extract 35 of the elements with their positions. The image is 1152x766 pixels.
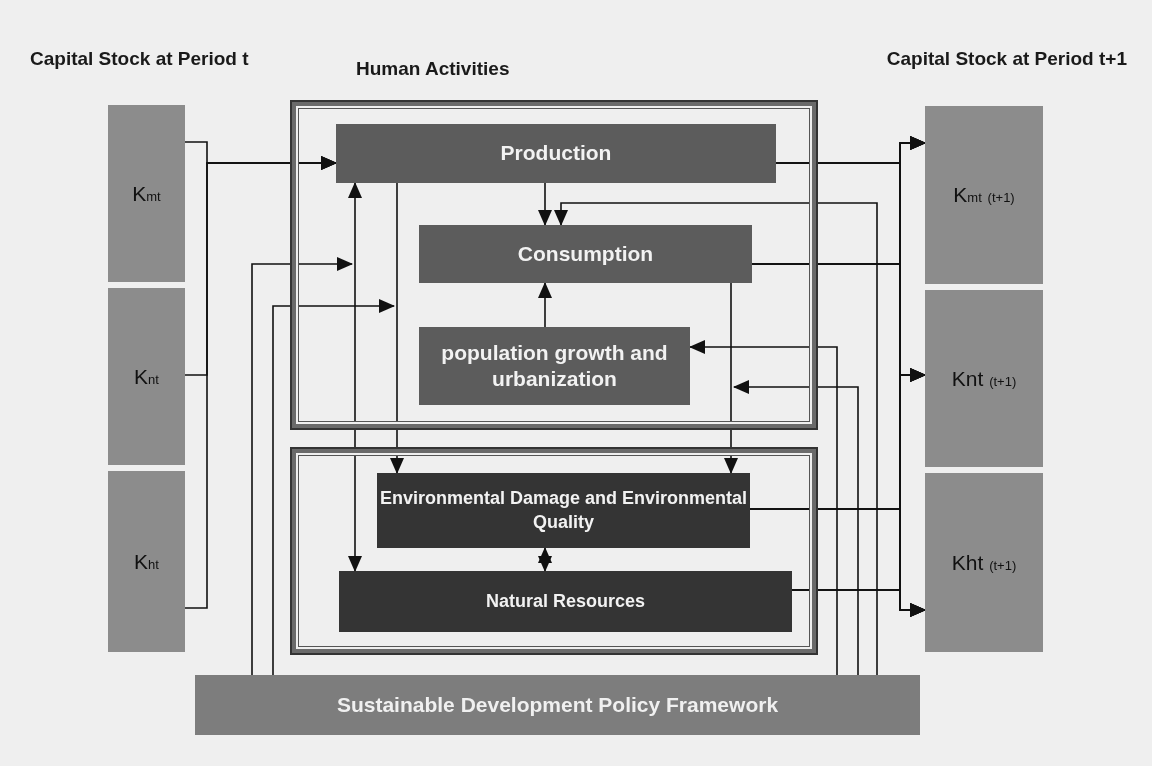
connector-arrow xyxy=(538,182,552,226)
connector-arrow xyxy=(538,282,552,328)
connector-arrow xyxy=(184,156,337,609)
capital-stock-band xyxy=(925,106,1043,284)
connector-arrow xyxy=(733,380,859,676)
box-label: population growth and urbanization xyxy=(440,339,669,392)
activity-box xyxy=(336,124,776,183)
group-frame xyxy=(290,447,818,655)
connector-arrow xyxy=(554,202,878,676)
connector-arrow xyxy=(724,282,738,474)
capital-stock-band xyxy=(108,471,185,652)
column-heading: Capital Stock at Period t xyxy=(30,48,249,70)
activity-box xyxy=(419,225,752,283)
connector-arrow xyxy=(251,257,353,676)
capital-stock-band xyxy=(108,105,185,282)
connector-arrow xyxy=(538,547,552,572)
activity-box xyxy=(419,327,690,405)
environment-box xyxy=(377,473,750,548)
capital-stock-band xyxy=(925,473,1043,652)
connector-arrow xyxy=(272,299,395,676)
column-heading: Capital Stock at Period t+1 xyxy=(886,48,1127,70)
connector-arrow xyxy=(390,182,404,474)
capital-stock-band xyxy=(925,290,1043,467)
environment-box xyxy=(339,571,792,632)
box-label: Production xyxy=(500,140,612,167)
group-heading: Human Activities xyxy=(356,58,510,80)
connector-arrow xyxy=(791,589,926,617)
connector-arrow xyxy=(348,182,362,572)
box-label: Natural Resources xyxy=(485,589,646,613)
connector-arrow xyxy=(689,340,838,676)
box-label: Environmental Damage and Environmental Quality xyxy=(378,487,749,534)
capital-stock-band xyxy=(108,288,185,465)
box-label: Sustainable Development Policy Framework xyxy=(336,693,779,717)
policy-bar xyxy=(195,675,920,735)
box-label: Consumption xyxy=(517,240,654,267)
